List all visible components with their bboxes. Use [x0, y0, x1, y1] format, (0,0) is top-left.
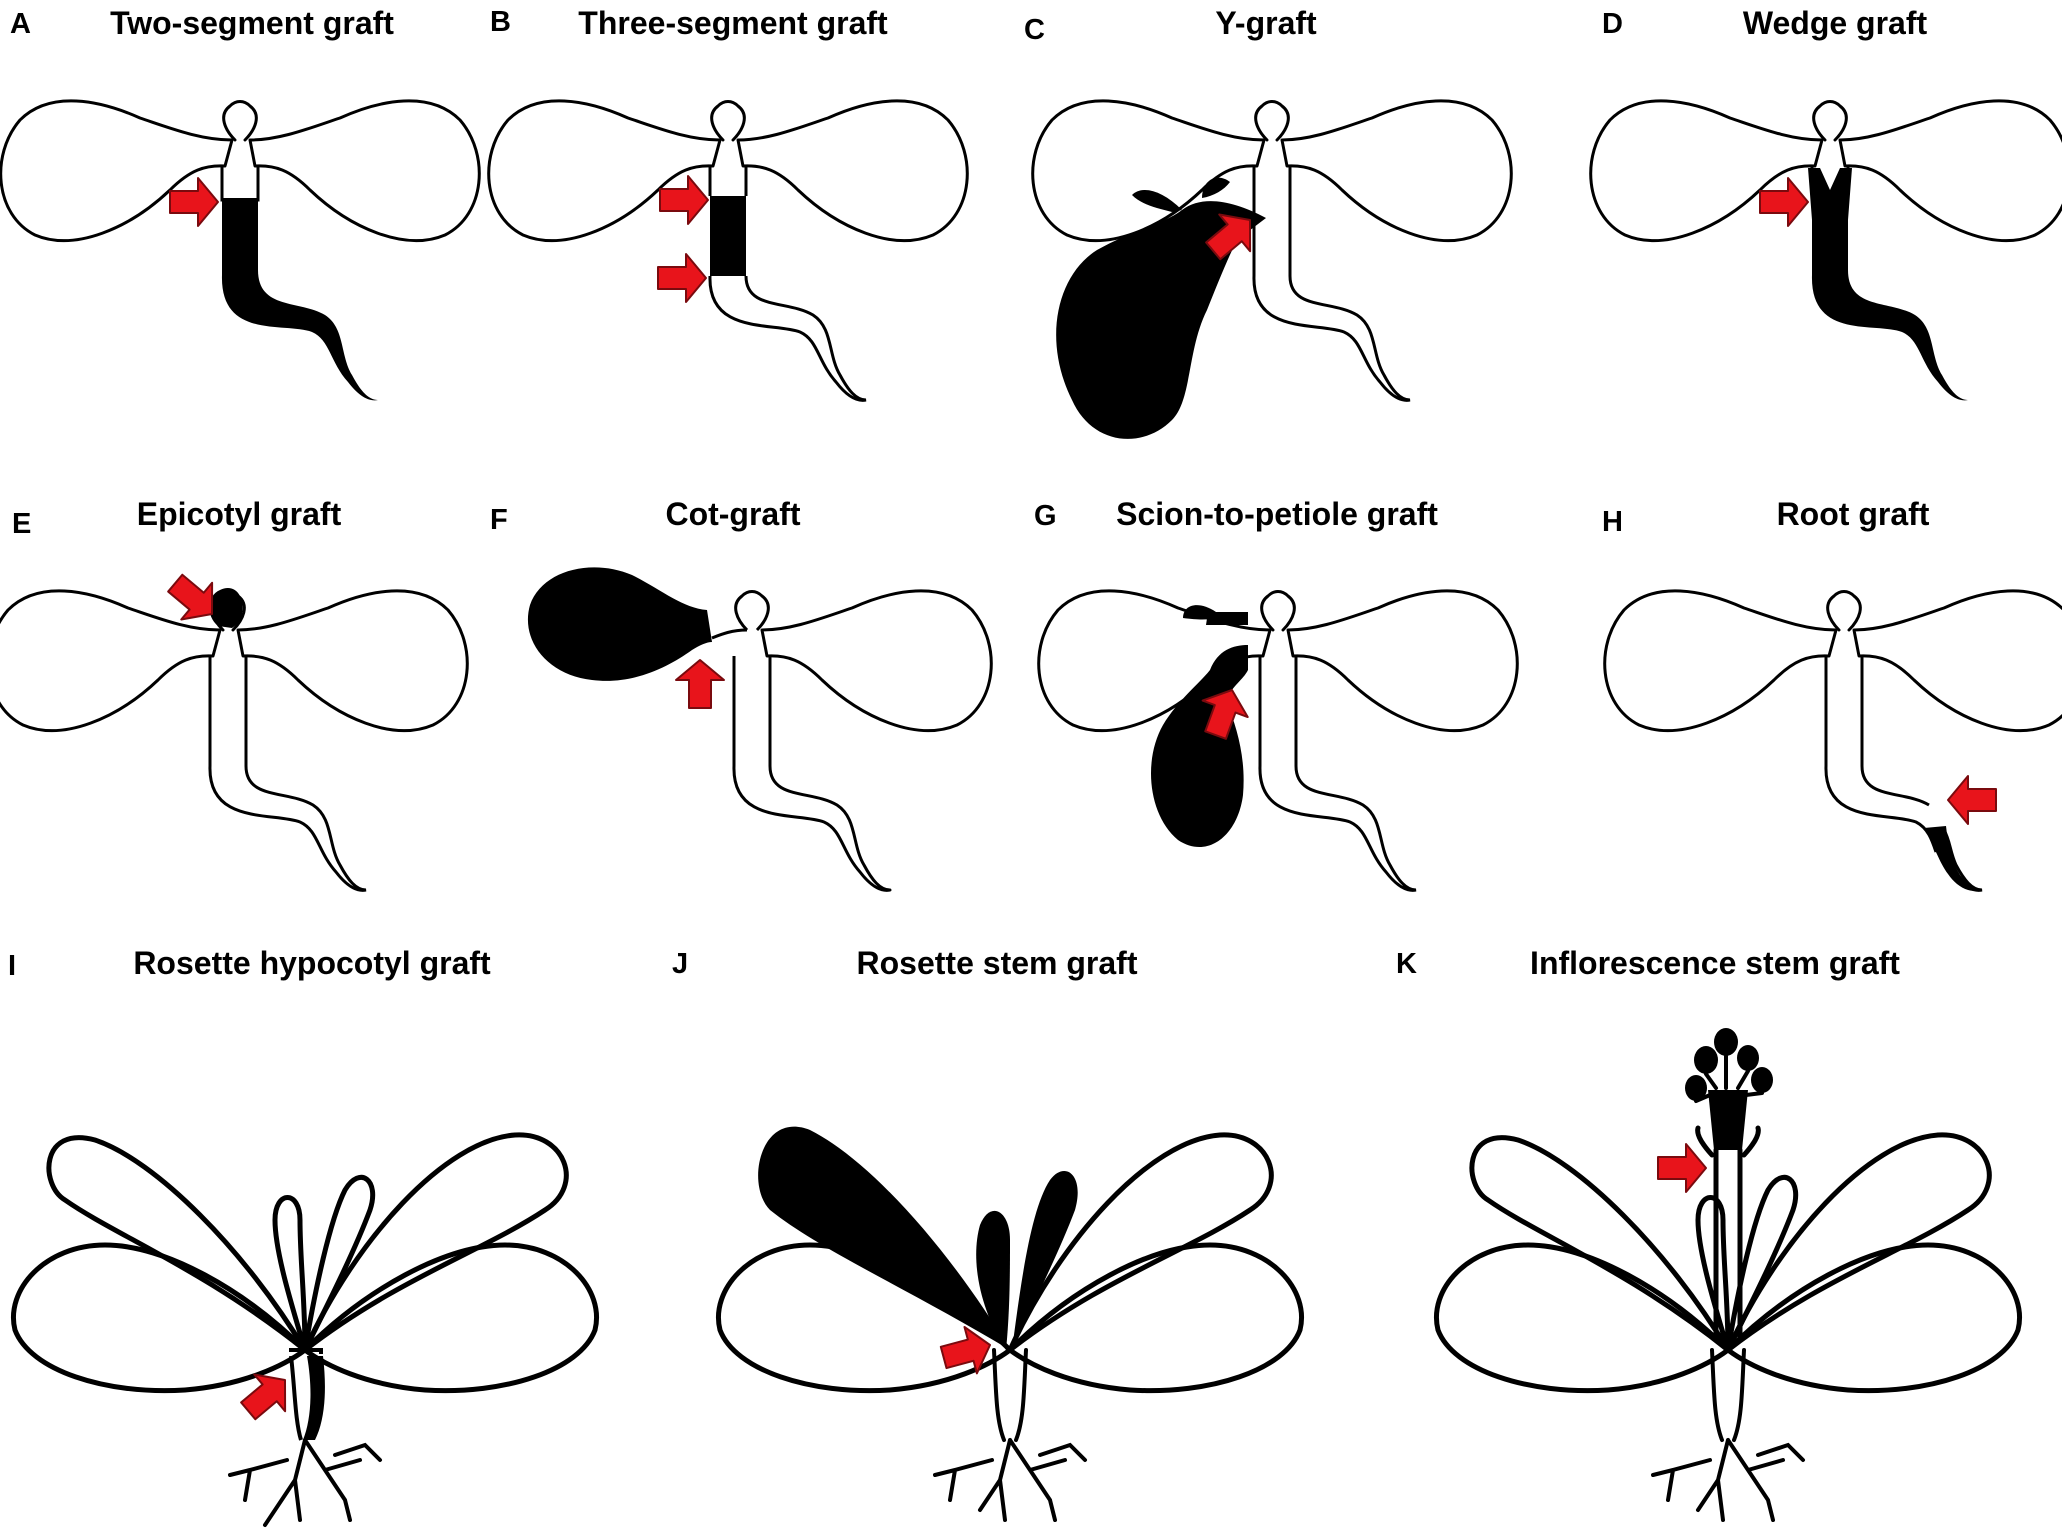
panel-title-j: Rosette stem graft: [856, 945, 1138, 981]
arrow-k: [1657, 1143, 1707, 1193]
seedling-d: [1589, 99, 2062, 401]
panel-title-h: Root graft: [1776, 496, 1930, 532]
panel-letter-b: B: [490, 6, 511, 38]
panel-title-f: Cot-graft: [665, 496, 801, 532]
seedling-b: [487, 99, 969, 402]
panel-letter-h: H: [1602, 506, 1623, 538]
arrow-f: [675, 659, 725, 709]
panel-letter-c: C: [1024, 14, 1045, 46]
panel-title-e: Epicotyl graft: [136, 496, 342, 532]
seedling-c: [1031, 99, 1513, 439]
panel-letter-d: D: [1602, 8, 1623, 40]
panel-title-g: Scion-to-petiole graft: [1116, 496, 1438, 532]
panel-title-b: Three-segment graft: [578, 5, 888, 41]
panel-letter-f: F: [490, 504, 508, 536]
panel-letter-k: K: [1396, 948, 1417, 980]
arrow-h: [1947, 775, 1997, 825]
panel-title-c: Y-graft: [1215, 5, 1317, 41]
rosette-k: [1434, 1028, 2022, 1522]
panel-letter-e: E: [12, 508, 32, 540]
panel-title-a: Two-segment graft: [110, 5, 394, 41]
seedling-a: [0, 99, 481, 401]
rosette-i: [11, 1132, 599, 1394]
rosette-j: [716, 1126, 1304, 1522]
seedling-e: [0, 588, 469, 892]
seedling-g: [1037, 589, 1519, 892]
seedling-f: [527, 567, 993, 892]
panel-letter-g: G: [1034, 500, 1057, 532]
panel-title-i: Rosette hypocotyl graft: [133, 945, 491, 981]
seedling-h: [1603, 589, 2062, 892]
arrow-b2: [657, 253, 707, 303]
rosette-i-root: [228, 1348, 382, 1527]
panel-letter-j: J: [672, 948, 689, 980]
panel-letter-a: A: [10, 8, 31, 40]
panel-title-d: Wedge graft: [1742, 5, 1928, 41]
panel-letter-i: I: [8, 950, 17, 982]
panel-title-k: Inflorescence stem graft: [1530, 945, 1900, 981]
